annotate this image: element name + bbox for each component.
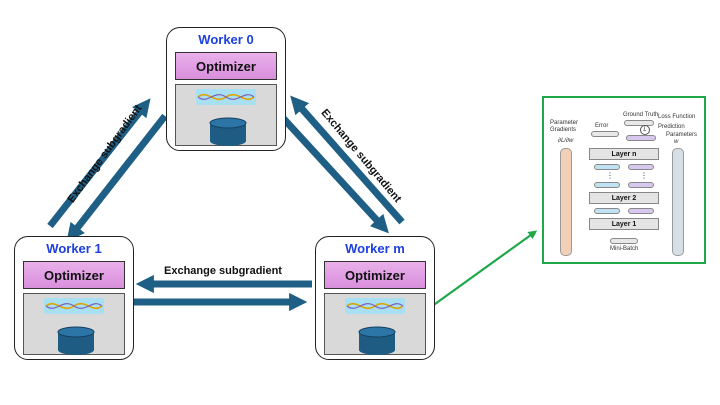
loss-function-label: Loss Function	[658, 114, 696, 120]
worker-1-optimizer: Optimizer	[23, 261, 125, 289]
activation-pill	[628, 208, 654, 214]
neural-network-icon	[44, 298, 104, 314]
arrow-worker0-to-workerm	[280, 115, 389, 234]
mini-batch-pill	[610, 238, 638, 244]
worker-m-node: Worker m Optimizer	[315, 236, 435, 360]
worker-m-optimizer: Optimizer	[324, 261, 426, 289]
parameters-label: Parameters	[666, 132, 698, 138]
gradient-symbol: ∂L/∂w	[558, 138, 574, 144]
worker-1-model-box	[23, 293, 125, 355]
database-icon	[358, 326, 396, 355]
gradient-bar	[560, 148, 572, 256]
mini-batch-label: Mini-Batch	[610, 246, 639, 252]
activation-pill	[594, 164, 620, 170]
parameter-symbol: w	[674, 139, 679, 145]
worker-m-title: Worker m	[345, 241, 405, 256]
arrow-worker1-to-worker0	[47, 98, 151, 229]
database-icon	[57, 326, 95, 355]
ground-truth-pill	[624, 120, 654, 126]
worker-0-title: Worker 0	[198, 32, 254, 47]
backprop-detail-inset: Ground Truth Loss Function L Prediction …	[542, 96, 706, 264]
error-pill	[591, 131, 619, 137]
activation-pill	[628, 182, 654, 188]
neural-network-icon	[196, 89, 256, 105]
ellipsis: ⋮	[606, 171, 614, 180]
layer-n: Layer n	[589, 148, 659, 160]
neural-network-icon	[345, 298, 405, 314]
worker-0-model-box	[175, 84, 277, 146]
prediction-label: Prediction	[658, 124, 685, 130]
error-label: Error	[595, 123, 609, 129]
prediction-pill	[626, 135, 656, 141]
ellipsis: ⋮	[640, 171, 648, 180]
arrow-worker0-to-worker1	[66, 113, 168, 242]
worker-1-title: Worker 1	[46, 241, 102, 256]
activation-pill	[594, 182, 620, 188]
activation-pill	[594, 208, 620, 214]
loss-symbol: L	[640, 125, 650, 135]
worker-0-optimizer: Optimizer	[175, 52, 277, 80]
activation-pill	[628, 164, 654, 170]
parameter-bar	[672, 148, 684, 256]
database-icon	[209, 117, 247, 146]
worker-0-node: Worker 0 Optimizer	[166, 27, 286, 151]
layer-1: Layer 1	[589, 218, 659, 230]
layer-2: Layer 2	[589, 192, 659, 204]
parameter-gradients-label: Parameter Gradients	[550, 120, 579, 133]
worker-m-model-box	[324, 293, 426, 355]
worker-1-node: Worker 1 Optimizer	[14, 236, 134, 360]
arrow-workerm-to-worker0	[290, 95, 405, 225]
exchange-label-bottom: Exchange subgradient	[164, 265, 282, 277]
ground-truth-label: Ground Truth	[623, 112, 659, 118]
